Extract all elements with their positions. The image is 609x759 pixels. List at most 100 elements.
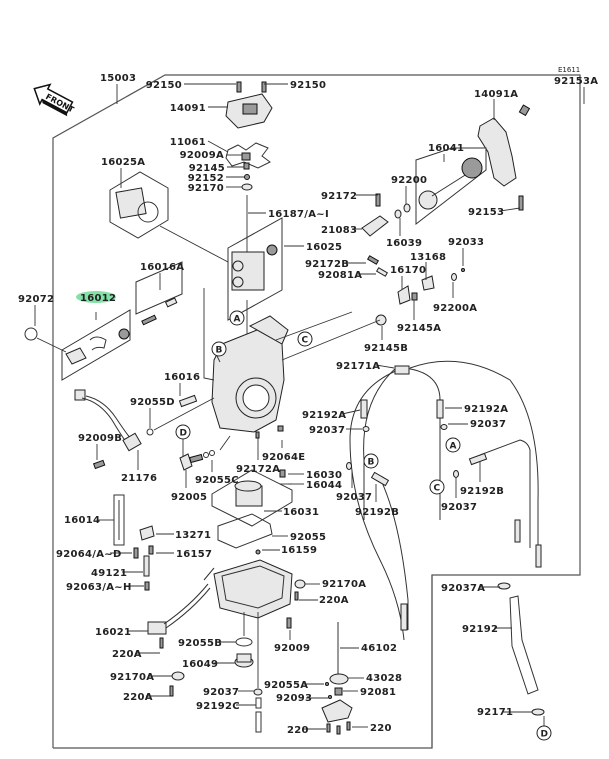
fitting-icon (179, 450, 215, 471)
part-number-label[interactable]: 92150 (146, 80, 182, 91)
part-number-label[interactable]: 220A (112, 649, 142, 660)
callout-a-mid: A (445, 437, 461, 453)
part-number-label[interactable]: 92055A (264, 680, 308, 691)
part-number-label[interactable]: 11061 (170, 137, 206, 148)
leader-line (375, 364, 395, 369)
part-number-label[interactable]: 21176 (121, 473, 157, 484)
part-number-label[interactable]: 92192A (464, 404, 508, 415)
part-number-label[interactable]: 92055D (130, 397, 175, 408)
part-number-label[interactable]: 16021 (95, 627, 131, 638)
part-number-label[interactable]: 92145 (189, 163, 225, 174)
part-number-label[interactable]: 92153 (468, 207, 504, 218)
callout-c-mid2: C (429, 479, 445, 495)
part-number-label[interactable]: 92055B (178, 638, 222, 649)
part-number-label[interactable]: 92055 (290, 532, 326, 543)
part-number-label[interactable]: 92081 (360, 687, 396, 698)
part-number-label[interactable]: 16014 (64, 515, 100, 526)
part-number-label[interactable]: 92037 (309, 425, 345, 436)
part-number-label[interactable]: 46102 (361, 643, 397, 654)
part-number-label[interactable]: 92171A (336, 361, 380, 372)
part-number-label[interactable]: 43028 (366, 673, 402, 684)
part-number-label[interactable]: 16016A (140, 262, 184, 273)
part-number-label[interactable]: 14091A (474, 89, 518, 100)
o-ring-icon (325, 682, 329, 686)
part-number-label[interactable]: 13271 (175, 530, 211, 541)
o-ring-icon (137, 201, 159, 223)
part-number-label[interactable]: 92170 (188, 183, 224, 194)
part-number-label[interactable]: 92037 (441, 502, 477, 513)
part-number-label[interactable]: 92037 (336, 492, 372, 503)
part-number-label[interactable]: 92172B (305, 259, 349, 270)
part-number-label[interactable]: 14091 (170, 103, 206, 114)
part-number-label[interactable]: 92172A (236, 464, 280, 475)
vent-hoses (346, 360, 542, 641)
part-number-label[interactable]: 220 (370, 723, 392, 734)
part-number-label[interactable]: 92081A (318, 270, 362, 281)
part-number-label[interactable]: 92192C (196, 701, 240, 712)
svg-text:B: B (368, 458, 375, 468)
part-number-label[interactable]: 92064/A~D (56, 549, 122, 560)
part-number-label[interactable]: 16039 (386, 238, 422, 249)
washer-icon (328, 695, 332, 699)
svg-text:A: A (234, 315, 241, 325)
part-number-label[interactable]: 16030 (306, 470, 342, 481)
part-number-label[interactable]: 92064E (262, 452, 305, 463)
part-number-label[interactable]: 16159 (281, 545, 317, 556)
part-number-label[interactable]: 21083 (321, 225, 357, 236)
part-number-label[interactable]: 16187/A~I (268, 209, 329, 220)
part-number-label[interactable]: 92033 (448, 237, 484, 248)
part-number-label[interactable]: 16016 (164, 372, 200, 383)
spring-icon (141, 314, 157, 326)
plunger-icon (178, 394, 198, 408)
svg-text:D: D (180, 429, 187, 439)
part-number-label[interactable]: 92005 (171, 492, 207, 503)
part-number-label[interactable]: 92171 (477, 707, 513, 718)
part-number-label[interactable]: 92009A (180, 150, 224, 161)
part-number-label[interactable]: 92192 (462, 624, 498, 635)
part-number-label[interactable]: 92009 (274, 643, 310, 654)
throttle-cover-icon (477, 104, 531, 211)
part-number-label[interactable]: 92170A (110, 672, 154, 683)
part-number-label[interactable]: 16170 (390, 265, 426, 276)
leader-line (499, 207, 521, 212)
part-number-label[interactable]: 220A (319, 595, 349, 606)
part-number-label[interactable]: 220A (123, 692, 153, 703)
part-number-label[interactable]: 92037A (441, 583, 485, 594)
part-number-label[interactable]: 92192B (355, 507, 399, 518)
part-number-label[interactable]: 92192B (460, 486, 504, 497)
part-number-label[interactable]: 16031 (283, 507, 319, 518)
clip-icon (24, 327, 38, 341)
part-number-label[interactable]: 16044 (306, 480, 342, 491)
part-number-label[interactable]: 16049 (182, 659, 218, 670)
part-number-label[interactable]: 92150 (290, 80, 326, 91)
part-number-label[interactable]: 16012 (80, 293, 116, 304)
ball-icon (461, 268, 465, 272)
part-number-label[interactable]: 16157 (176, 549, 212, 560)
part-number-label[interactable]: 92172 (321, 191, 357, 202)
part-number-label[interactable]: 16025 (306, 242, 342, 253)
part-number-label[interactable]: 92093 (276, 693, 312, 704)
diagram-code: E1611 (558, 66, 580, 74)
svg-text:C: C (302, 336, 309, 346)
part-number-label[interactable]: 92200 (391, 175, 427, 186)
part-number-label[interactable]: 92153A (554, 76, 598, 87)
part-number-label[interactable]: 92009B (78, 433, 122, 444)
part-number-label[interactable]: 92145A (397, 323, 441, 334)
part-number-label[interactable]: 92192A (302, 410, 346, 421)
part-number-label[interactable]: 92152 (188, 173, 224, 184)
part-number-label[interactable]: 220 (287, 725, 309, 736)
part-number-label[interactable]: 16025A (101, 157, 145, 168)
part-number-label[interactable]: 92200A (433, 303, 477, 314)
part-number-label[interactable]: 92145B (364, 343, 408, 354)
part-number-label[interactable]: 92037 (203, 687, 239, 698)
screw-icon (336, 725, 341, 735)
part-number-label[interactable]: 92037 (470, 419, 506, 430)
part-number-label[interactable]: 92063/A~H (66, 582, 132, 593)
part-number-label[interactable]: 92055C (195, 475, 239, 486)
part-number-label[interactable]: 13168 (410, 252, 446, 263)
part-number-label[interactable]: 49121 (91, 568, 127, 579)
part-number-label[interactable]: 92072 (18, 294, 54, 305)
part-number-label[interactable]: 16041 (428, 143, 464, 154)
part-number-label[interactable]: 92170A (322, 579, 366, 590)
